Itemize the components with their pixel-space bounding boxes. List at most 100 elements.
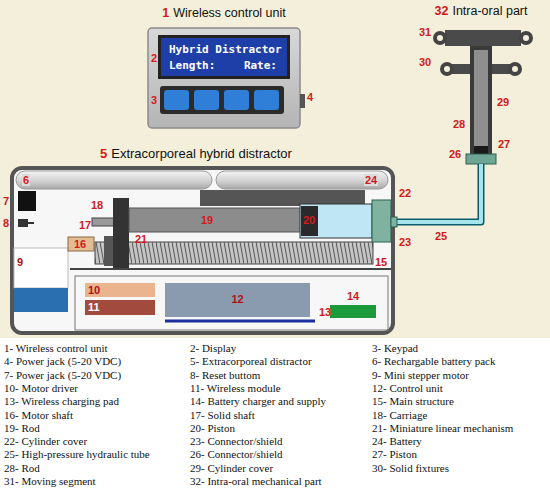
extracorporeal-housing-part bbox=[113, 198, 129, 268]
extracorporeal-housing-part bbox=[28, 222, 34, 224]
legend-item: 32- Intra-oral mechanical part bbox=[190, 475, 322, 488]
legend-item: 9- Mini stepper motor bbox=[372, 369, 469, 382]
callout-number: 13 bbox=[318, 306, 332, 318]
callout-number: 25 bbox=[434, 230, 448, 242]
legend-item: 12- Control unit bbox=[372, 382, 443, 395]
extracorporeal-housing-part bbox=[300, 204, 372, 238]
callout-number: 7 bbox=[2, 195, 10, 207]
legend-item: 13- Wireless charging pad bbox=[4, 395, 119, 408]
legend-item: 10- Motor driver bbox=[4, 382, 78, 395]
callout-number: 17 bbox=[78, 219, 92, 231]
intra-oral-device-part bbox=[512, 66, 518, 72]
display-text: Rate: bbox=[244, 59, 277, 72]
legend-item: 14- Battery charger and supply bbox=[190, 395, 326, 408]
title-line: 1Wireless control unit bbox=[148, 6, 300, 20]
intra-oral-part: 32Intra-oral part bbox=[426, 4, 536, 164]
legend-item: 23- Connector/shield bbox=[190, 435, 283, 448]
legend-item: 18- Carriage bbox=[372, 409, 427, 422]
extracorporeal-housing-part bbox=[70, 268, 391, 270]
callout-number: 26 bbox=[448, 148, 462, 160]
callout-number: 16 bbox=[73, 238, 87, 250]
intra-oral-device-part bbox=[474, 146, 488, 154]
extracorporeal-housing-part bbox=[18, 219, 28, 227]
callout-number: 21 bbox=[134, 233, 148, 245]
callout-number: 24 bbox=[364, 174, 378, 186]
legend-item: 19- Rod bbox=[4, 422, 40, 435]
control-unit-panel bbox=[148, 28, 305, 128]
extracorporeal-housing-part bbox=[12, 168, 393, 333]
legend-item: 21- Miniature linear mechanism bbox=[372, 422, 513, 435]
intra-oral-device-part bbox=[470, 46, 492, 164]
driver-box: 10 bbox=[85, 283, 155, 297]
legend-item: 15- Main structure bbox=[372, 395, 454, 408]
extracorporeal-housing-part bbox=[95, 242, 373, 264]
callout-number: 28 bbox=[452, 118, 466, 130]
legend-item: 17- Solid shaft bbox=[190, 409, 255, 422]
callout-number: 10 bbox=[88, 284, 100, 296]
display-text: Length: bbox=[169, 59, 215, 72]
callout-number: 30 bbox=[418, 56, 432, 68]
legend-item: 8- Reset buttom bbox=[190, 369, 260, 382]
intra-oral-device bbox=[433, 30, 533, 164]
extracorporeal-housing-part bbox=[18, 191, 36, 211]
module-box: 11 bbox=[85, 300, 155, 315]
motor-box: 9 bbox=[14, 250, 68, 288]
callout-number: 22 bbox=[398, 187, 412, 199]
intra-oral-device-part bbox=[474, 50, 488, 146]
callout-number: 19 bbox=[200, 214, 214, 226]
display-screen: Hybrid DistractorLength: Rate: bbox=[158, 35, 290, 79]
legend-item: 31- Moving segment bbox=[4, 475, 96, 488]
callout-number: 5 bbox=[100, 146, 107, 161]
display-text: Hybrid Distractor bbox=[169, 43, 282, 56]
legend-item: 30- Solid fixtures bbox=[372, 462, 449, 475]
callout-number: 23 bbox=[398, 236, 412, 248]
callout-number: 20 bbox=[302, 214, 316, 226]
title-line: 5Extracorporeal hybrid distractor bbox=[100, 146, 292, 161]
distractor-housing: 5Extracorporeal hybrid distractor9101112 bbox=[12, 146, 395, 335]
control-unit-panel-part bbox=[254, 90, 279, 110]
legend-item: 29- Cylinder cover bbox=[190, 462, 273, 475]
title-line: 32Intra-oral part bbox=[426, 4, 536, 18]
legend-item: 27- Piston bbox=[372, 448, 417, 461]
legend-item: 3- Keypad bbox=[372, 342, 418, 355]
tube-connector bbox=[391, 217, 397, 227]
extracorporeal-housing-part bbox=[14, 248, 68, 288]
ground-part bbox=[0, 0, 550, 338]
legend-item: 5- Extracorporeal distractor bbox=[190, 355, 312, 368]
tube-fill bbox=[391, 164, 481, 222]
control-unit-panel-part bbox=[194, 90, 219, 110]
extracorporeal-housing-part bbox=[216, 171, 388, 189]
callout-number: 18 bbox=[90, 199, 104, 211]
legend-item: 24- Battery bbox=[372, 435, 422, 448]
intra-oral-device-part bbox=[444, 66, 450, 72]
callout-number: 29 bbox=[496, 96, 510, 108]
intra-oral-device-part bbox=[519, 31, 533, 45]
callout-number: 9 bbox=[17, 256, 23, 268]
intra-oral-device-part bbox=[440, 62, 454, 76]
legend-item: 11- Wireless module bbox=[190, 382, 281, 395]
callout-number: 14 bbox=[346, 290, 360, 302]
part-title: Intra-oral part bbox=[452, 4, 527, 18]
callout-number: 4 bbox=[306, 91, 314, 103]
legend-item: 4- Power jack (5-20 VDC) bbox=[4, 355, 121, 368]
extracorporeal-housing-part bbox=[16, 171, 212, 189]
extracorporeal-housing-part bbox=[301, 206, 318, 236]
callout-number: 6 bbox=[22, 174, 30, 186]
callout-number: 8 bbox=[2, 217, 10, 229]
extracorporeal-housing-part bbox=[68, 237, 94, 251]
intra-oral-device-part bbox=[466, 154, 496, 164]
hydraulic-tube bbox=[391, 164, 481, 227]
tube-outline bbox=[391, 164, 481, 222]
part-title: Wireless control unit bbox=[173, 6, 286, 20]
legend-item: 25- High-pressure hydraulic tube bbox=[4, 448, 150, 461]
legend-item: 22- Cylinder cover bbox=[4, 435, 87, 448]
intra-oral-device-part bbox=[508, 62, 522, 76]
intra-oral-device-part bbox=[433, 31, 447, 45]
control-unit-panel-part bbox=[160, 86, 284, 114]
extracorporeal-housing-part bbox=[75, 276, 388, 330]
control-unit-panel-part bbox=[224, 90, 249, 110]
legend-item: 20- Piston bbox=[190, 422, 235, 435]
control-unit-panel-part bbox=[300, 94, 305, 108]
callout-number: 31 bbox=[418, 26, 432, 38]
